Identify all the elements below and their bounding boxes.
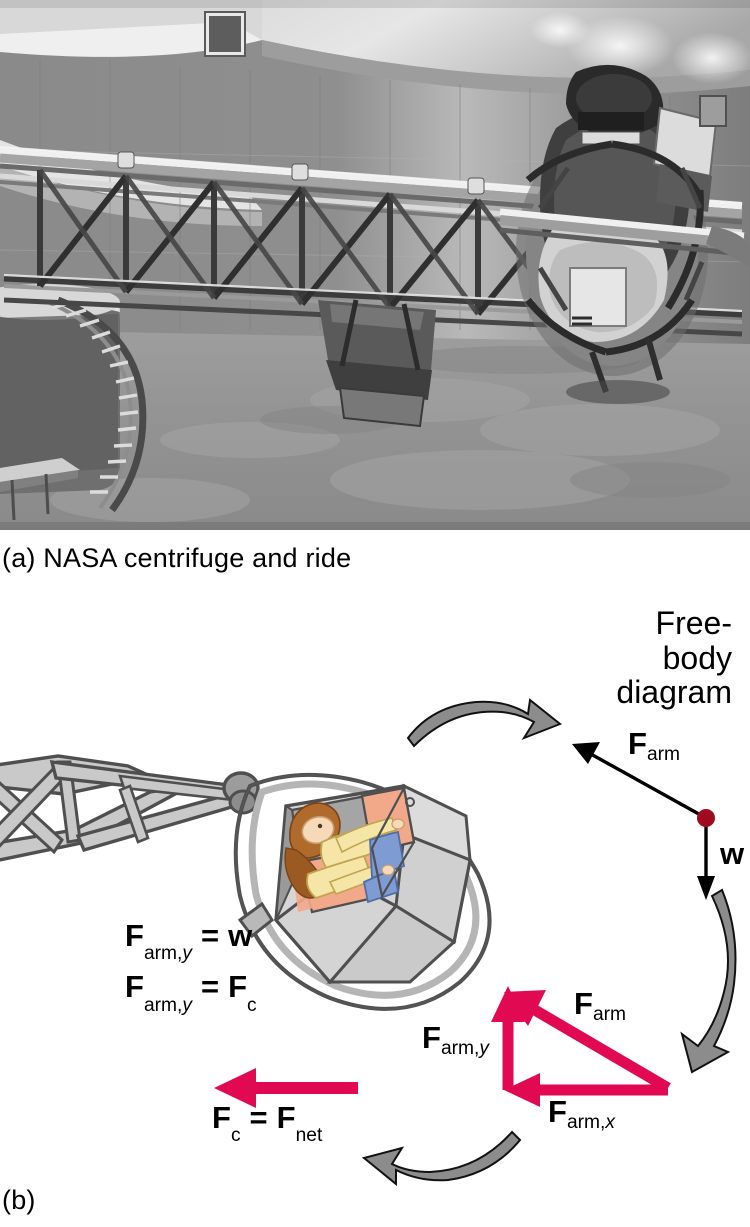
equation-row-2: Farm,y=Fc: [125, 969, 257, 1016]
body-point-dot: [697, 809, 715, 827]
rotation-arrow-top: [406, 698, 562, 748]
centrifuge-photograph: [0, 0, 750, 530]
fbd-title-line1: Free-: [655, 605, 732, 641]
photo-artwork: [0, 0, 750, 530]
gondola-cabin: [273, 783, 472, 985]
free-body-diagram-panel: Free- body diagram Farm w Farm,y=w Farm,…: [0, 590, 750, 1190]
panel-a-caption: (a) NASA centrifuge and ride: [2, 543, 352, 573]
rider-figure: [284, 802, 406, 904]
diagram-artwork: [0, 698, 737, 1187]
rotation-arrow-right: [680, 888, 737, 1074]
panel-b-caption: (b): [2, 1185, 36, 1215]
fbd-title-line3: diagram: [616, 674, 732, 711]
equation-row-1: Farm,y=w: [125, 918, 253, 965]
triangle-f-arm-label: Farm: [574, 986, 627, 1026]
net-force-arrow: [214, 1068, 358, 1108]
fbd-vectors: [572, 742, 715, 900]
force-triangle: [491, 986, 671, 1107]
triangle-f-arm-x-label: Farm,x: [548, 1094, 615, 1134]
fbd-weight-label: w: [720, 836, 745, 871]
net-force-label: Fc=Fnet: [212, 1100, 323, 1147]
triangle-f-arm-y-label: Farm,y: [422, 1020, 489, 1060]
rotation-arrow-bottom: [361, 1130, 522, 1187]
fbd-f-arm-label: Farm: [628, 726, 681, 766]
fbd-title-line2: body: [662, 639, 732, 676]
fbd-title: Free- body diagram: [542, 606, 732, 710]
centrifuge-arm-drawing: [0, 754, 260, 862]
equations-block: Farm,y=w Farm,y=Fc: [125, 918, 257, 1016]
